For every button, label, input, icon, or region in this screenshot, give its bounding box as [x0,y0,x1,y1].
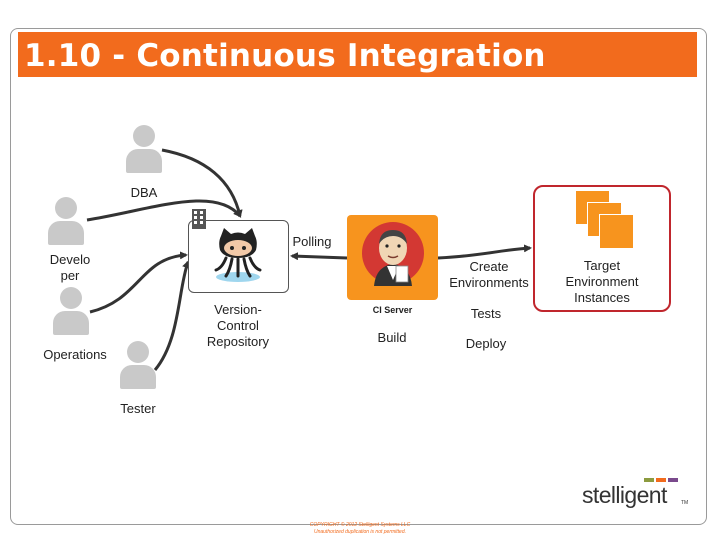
tester-label: Tester [120,401,156,416]
jenkins-butler-icon [362,222,424,286]
slide-frame [10,28,707,525]
stelligent-logo: stelligent TM [582,478,690,512]
tests-label: Tests [470,306,502,321]
repository-label-line3: Repository [206,334,270,349]
copyright-line1: COPYRIGHT © 2012 Stelligent Systems LLC [309,522,411,528]
title-bar [18,32,697,77]
copyright-line2: Unauthorized duplication is not permitte… [314,529,406,535]
developer-person-icon [48,197,84,247]
arrow-ci-to-target [437,244,532,260]
create-environments-label-line2: Environments [449,275,529,290]
target-environment-box [533,185,671,312]
operations-label: Operations [43,347,107,362]
tester-person-icon [120,341,156,391]
dba-person-icon [126,125,162,175]
slide-title: 1.10 - Continuous Integration [24,38,546,74]
logo-color-bar-orange [656,478,666,482]
repository-label-line2: Control [217,318,259,333]
arrow-dba-to-repo [161,148,243,218]
build-label: Build [377,330,407,345]
logo-text: stelligent [582,482,667,508]
developer-label-line1: Develo [49,252,91,267]
operations-person-icon [53,287,89,337]
polling-label: Polling [292,234,332,249]
target-label-line3: Instances [574,290,630,305]
target-label-line1: Target [583,258,621,273]
arrow-operations-to-repo [89,251,188,314]
arrow-tester-to-repo [153,260,190,371]
create-environments-label-line1: Create [469,259,509,274]
repository-label-line1: Version- [214,302,262,317]
dba-label: DBA [130,185,158,200]
github-octocat-icon [214,228,262,282]
deploy-label: Deploy [465,336,507,351]
developer-label-line2: per [60,268,80,283]
arrow-ci-polling-repo [290,252,348,261]
logo-color-bar-green [644,478,654,482]
stacked-instances-icon [575,190,637,252]
logo-trademark: TM [681,500,689,506]
arrow-developer-to-repo [86,199,242,222]
building-icon [192,209,206,229]
ci-server-label: CI Server [372,305,413,315]
target-label-line2: Environment [565,274,639,289]
logo-color-bar-purple [668,478,678,482]
